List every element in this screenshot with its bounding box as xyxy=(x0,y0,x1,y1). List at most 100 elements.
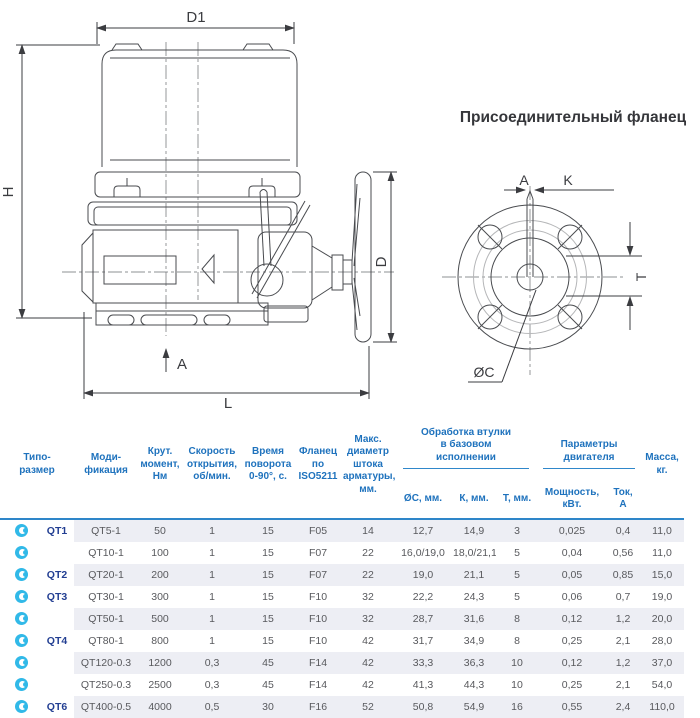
table-cell: 22,2 xyxy=(412,590,434,603)
table-cell: 2500 xyxy=(148,678,172,691)
bolt-holes xyxy=(477,224,583,330)
table-cell: 52 xyxy=(342,695,394,718)
table-cell: 33,3 xyxy=(394,651,452,674)
table-cell: 22 xyxy=(362,546,374,559)
table-cell: 50 xyxy=(138,517,182,542)
type-size-cell xyxy=(40,608,74,630)
dim-label-d: D xyxy=(373,256,390,267)
table-cell: 45 xyxy=(262,678,274,691)
header-k: К, мм. xyxy=(459,492,489,504)
table-cell: 1,2 xyxy=(606,607,641,630)
table-cell: QT250-0.3 xyxy=(80,678,132,691)
table-cell: 36,3 xyxy=(452,651,496,674)
table-cell: QT120-0.3 xyxy=(74,651,138,674)
table-cell: 1,2 xyxy=(606,651,641,674)
dim-label-flange-t: T xyxy=(633,272,649,281)
table-cell: 20,0 xyxy=(640,607,685,630)
header-type-size: Типо- размер xyxy=(19,452,55,476)
table-cell: F10 xyxy=(308,634,328,647)
header-power: Мощность, кВт. xyxy=(544,486,600,511)
table-cell: F14 xyxy=(308,678,328,691)
table-cell: 16 xyxy=(496,695,538,718)
table-cell: 15 xyxy=(262,590,274,603)
flange-title: Присоединительный фланец xyxy=(460,109,687,126)
table-cell: QT400-0.5 xyxy=(74,695,138,718)
table-cell: F14 xyxy=(294,651,342,674)
table-cell: 500 xyxy=(138,607,182,630)
type-size-cell: QT1 xyxy=(40,517,74,542)
table-cell: 0,7 xyxy=(615,590,631,603)
dim-label-h: H xyxy=(0,187,17,198)
list-bullet-icon xyxy=(15,656,28,669)
table-cell: F07 xyxy=(308,546,328,559)
table-cell: 30 xyxy=(242,695,294,718)
table-cell: 41,3 xyxy=(412,678,434,691)
table-cell: QT10-1 xyxy=(88,546,124,559)
type-size-cell xyxy=(40,674,74,696)
bullet-cell xyxy=(0,542,40,564)
type-size-cell xyxy=(40,652,74,674)
actuator-side-view: D1 H L D A xyxy=(0,9,397,410)
table-cell: F07 xyxy=(294,563,342,586)
dimension-l: L xyxy=(83,312,370,410)
table-cell: 42 xyxy=(362,634,374,647)
table-cell: 1 xyxy=(209,546,215,559)
table-cell: 2,4 xyxy=(606,695,641,718)
table-cell: 32 xyxy=(342,607,394,630)
table-cell: 54,0 xyxy=(651,678,673,691)
table-cell: 1 xyxy=(182,607,242,630)
table-cell: 15 xyxy=(262,634,274,647)
table-cell: 15 xyxy=(242,563,294,586)
list-bullet-icon xyxy=(15,700,28,713)
table-cell: 14 xyxy=(342,517,394,542)
bullet-cell xyxy=(0,674,40,696)
table-cell: 1200 xyxy=(138,651,182,674)
dim-label-flange-k: K xyxy=(563,172,573,188)
table-cell: 15 xyxy=(242,607,294,630)
type-size-cell: QT2 xyxy=(46,568,68,581)
table-cell: 1 xyxy=(209,634,215,647)
table-cell: 5 xyxy=(514,546,520,559)
table-cell: 0,05 xyxy=(538,563,606,586)
dim-label-flange-a: A xyxy=(519,172,529,188)
bullet-cell xyxy=(0,630,40,652)
list-bullet-icon xyxy=(15,590,28,603)
header-c: ØС, мм. xyxy=(403,492,443,504)
table-cell: 32 xyxy=(362,590,374,603)
list-bullet-icon xyxy=(15,568,28,581)
bullet-cell xyxy=(0,517,40,542)
table-cell: 8 xyxy=(514,634,520,647)
bullet-cell xyxy=(0,696,40,718)
table-cell: 21,1 xyxy=(452,563,496,586)
table-cell: QT20-1 xyxy=(74,563,138,586)
table-cell: 37,0 xyxy=(640,651,685,674)
technical-drawing: D1 H L D A Присоединительны xyxy=(0,9,687,410)
header-stem-diameter: Макс. диаметр штока арматуры, мм. xyxy=(343,433,396,495)
table-cell: 54,9 xyxy=(452,695,496,718)
table-cell: 11,0 xyxy=(652,546,672,559)
view-a-arrow: A xyxy=(162,348,187,373)
dimension-d1: D1 xyxy=(96,9,295,44)
type-size-cell xyxy=(40,542,74,564)
table-cell: F05 xyxy=(294,517,342,542)
table-cell: 19,0 xyxy=(651,590,673,603)
table-cell: 0,3 xyxy=(204,678,220,691)
table-cell: 34,9 xyxy=(463,634,485,647)
table-cell: F10 xyxy=(294,607,342,630)
list-bullet-icon xyxy=(15,524,28,537)
list-bullet-icon xyxy=(15,612,28,625)
list-bullet-icon xyxy=(15,546,28,559)
table-cell: 45 xyxy=(242,651,294,674)
bullet-cell xyxy=(0,608,40,630)
table-cell: 22 xyxy=(342,563,394,586)
table-cell: QT5-1 xyxy=(74,517,138,542)
dimension-h: H xyxy=(0,44,100,319)
dim-label-flange-oc: ØC xyxy=(474,364,495,380)
table-cell: 15,0 xyxy=(640,563,685,586)
flange-dim-t: T xyxy=(566,222,649,330)
dim-label-a: A xyxy=(177,356,187,373)
